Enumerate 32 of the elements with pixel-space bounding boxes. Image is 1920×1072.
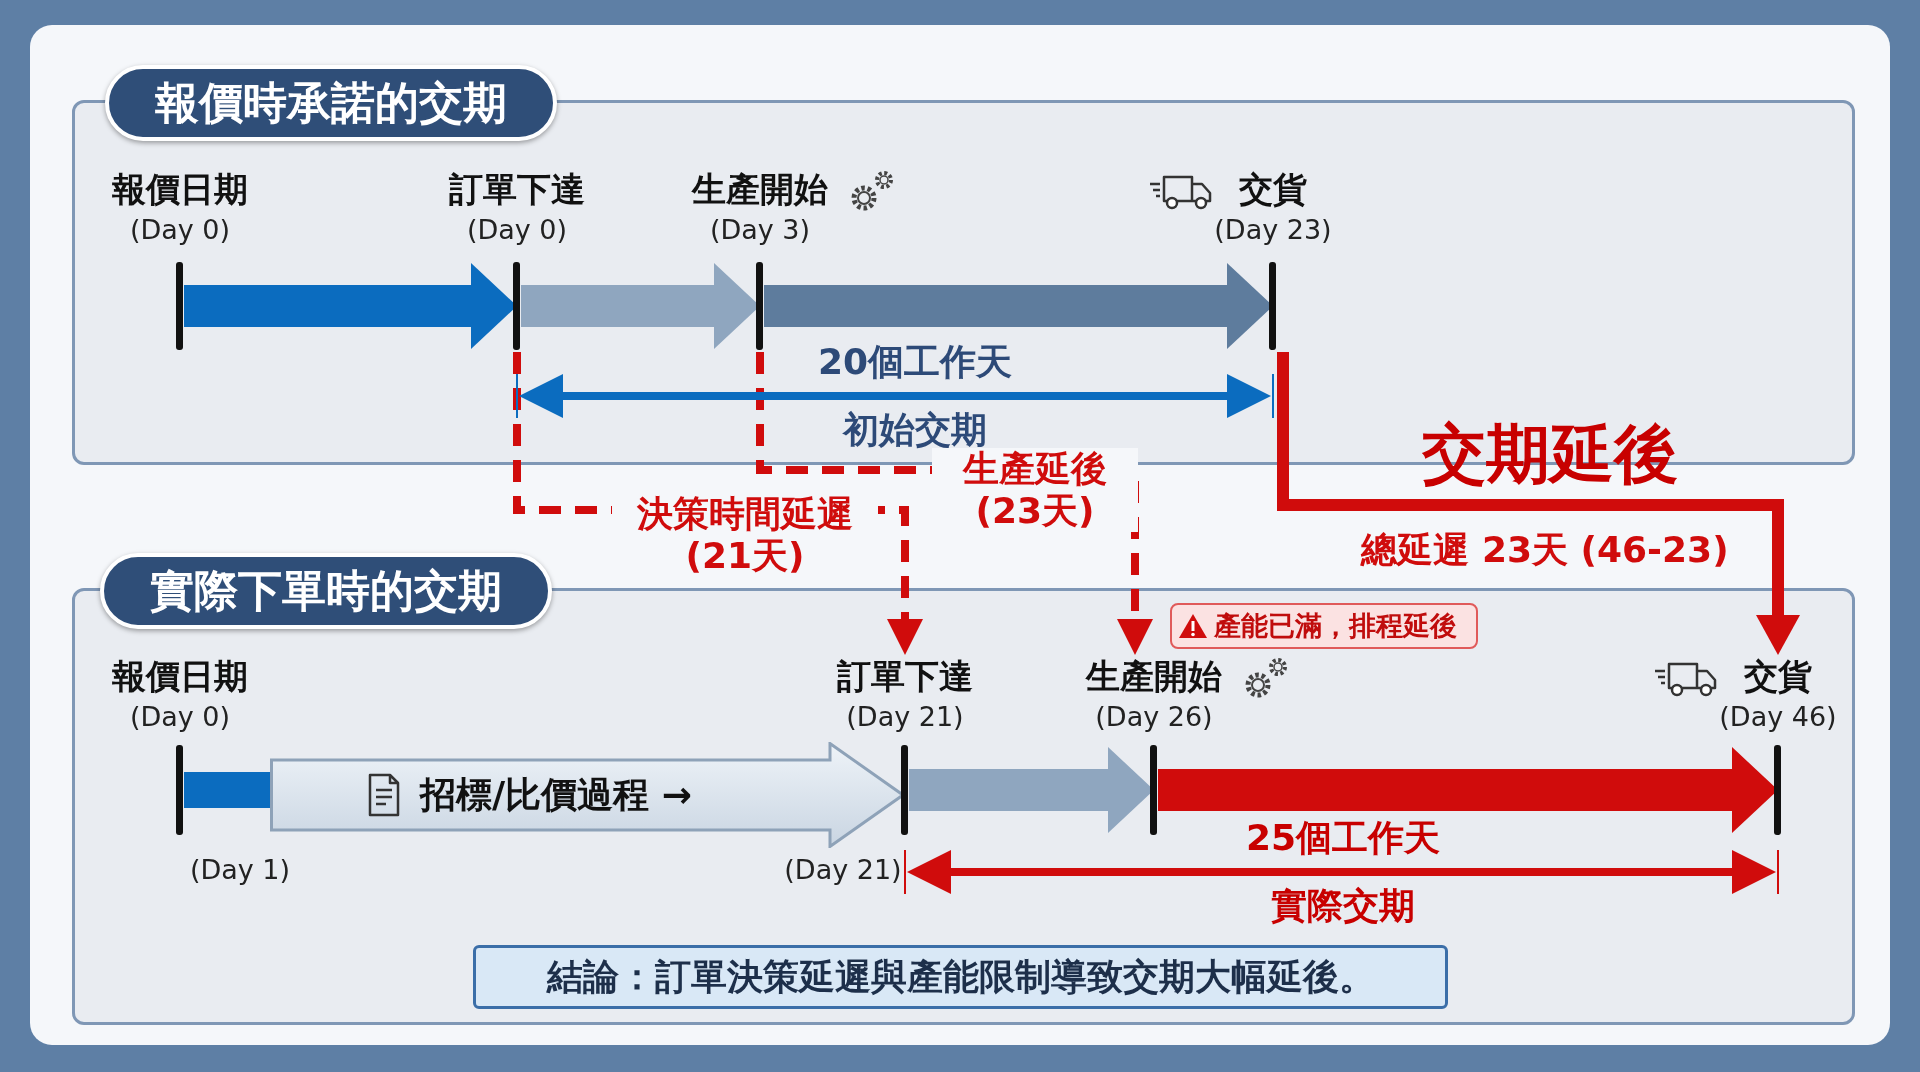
- day-label: (Day 3): [708, 213, 812, 247]
- day-label: (Day 21): [784, 854, 902, 886]
- arrow: [1277, 352, 1800, 655]
- conclusion-box: 結論：訂單決策延遲與產能限制導致交期大幅延後。: [473, 945, 1448, 1009]
- warning-callout: [1170, 603, 1478, 649]
- day-label: (Day 21): [845, 700, 965, 734]
- day-label: (Day 46): [1718, 700, 1838, 734]
- day-label: (Day 23): [1213, 213, 1333, 247]
- edge-label: 生產延後 (23天): [932, 448, 1138, 532]
- milestone-label: 生產開始: [690, 168, 829, 210]
- measure-label: 20個工作天: [817, 341, 1013, 383]
- section-title: 報價時承諾的交期: [105, 65, 557, 141]
- milestone-label: 訂單下達: [448, 168, 586, 210]
- day-label: (Day 0): [128, 700, 232, 734]
- measure-label: 實際交期: [1271, 885, 1415, 927]
- day-label: (Day 0): [128, 213, 232, 247]
- milestone-label: 交貨: [1743, 655, 1813, 697]
- day-label: (Day 0): [465, 213, 569, 247]
- milestone-label: 報價日期: [111, 168, 249, 210]
- milestone-label: 生產開始: [1084, 655, 1223, 697]
- milestone-label: 交貨: [1238, 168, 1308, 210]
- section-title: 實際下單時的交期: [100, 553, 552, 629]
- bar: [184, 772, 270, 808]
- callout-text: 產能已滿，排程延後: [1214, 609, 1457, 643]
- milestone-label: 報價日期: [111, 655, 249, 697]
- process-label: 招標/比價過程 →: [420, 773, 692, 817]
- measure-label: 25個工作天: [1245, 817, 1441, 859]
- measure-label: 初始交期: [843, 409, 987, 451]
- day-label: (Day 1): [189, 854, 291, 886]
- milestone-label: 訂單下達: [836, 655, 974, 697]
- day-label: (Day 26): [1094, 700, 1214, 734]
- delay-heading: 交期延後: [1422, 418, 1678, 492]
